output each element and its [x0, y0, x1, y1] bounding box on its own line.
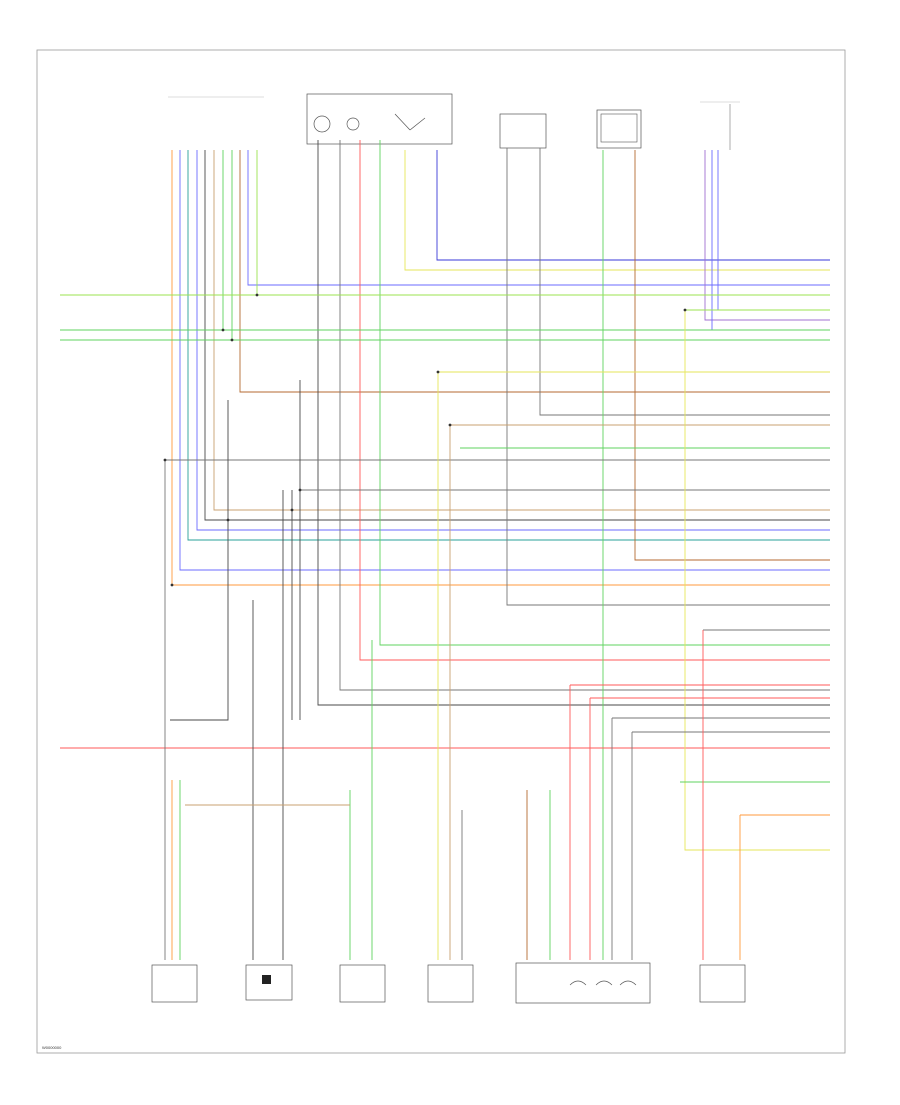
bottom-component-temp-sensor — [699, 964, 746, 1003]
bottom-component-fuel-sensor — [427, 964, 474, 1003]
bottom-component-knock-sensor — [245, 964, 293, 1001]
top-component-rear-sensor — [596, 109, 642, 149]
top-vertical-wires — [60, 140, 830, 960]
bottom-component-crankshaft-sensor — [151, 964, 198, 1003]
top-component-front-sensor — [499, 113, 547, 149]
top-component-oxygen-sensor — [306, 93, 453, 145]
top-component-position-sensor — [700, 101, 740, 150]
bottom-component-egr-valve — [515, 962, 651, 1004]
bottom-component-camshaft-sensor — [339, 964, 386, 1003]
splice-points — [163, 293, 687, 587]
bottom-vertical-wires — [164, 372, 741, 960]
corner-code: W0000000 — [42, 1045, 62, 1050]
horizontal-wires — [60, 294, 830, 851]
diagram-frame — [36, 49, 846, 1054]
